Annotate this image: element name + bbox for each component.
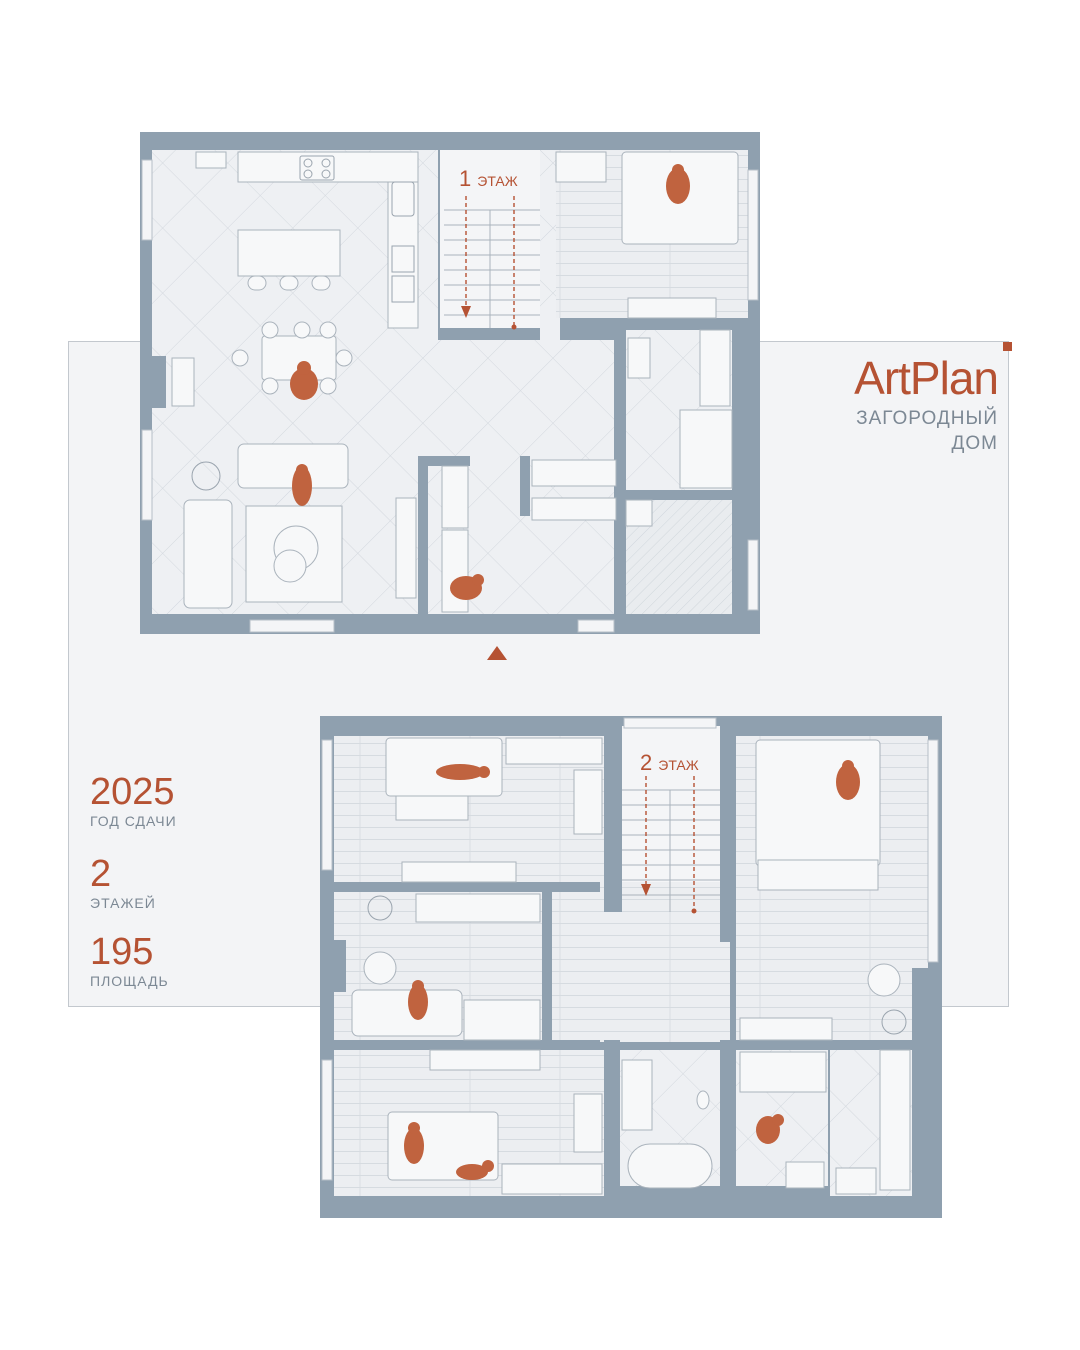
plant-icon	[367, 895, 393, 921]
corridor-floor-2	[542, 882, 730, 1042]
floor-2-text: ЭТАЖ	[658, 757, 699, 773]
stat-floors-value: 2	[90, 853, 112, 895]
brand-logo: ArtPlan	[854, 352, 999, 404]
stair-arrow-icon	[461, 306, 471, 318]
entrance-arrow-icon	[487, 646, 507, 660]
floor-2-label: 2 ЭТАЖ	[640, 750, 699, 776]
brand-subtitle-2: ДОМ	[951, 433, 998, 454]
logo-dot	[1003, 342, 1012, 351]
stat-area: 195 ПЛОЩАДЬ	[90, 932, 169, 990]
floor-1-plan	[140, 132, 760, 660]
sink-icon	[785, 1161, 825, 1189]
dining-table-icon	[231, 321, 353, 395]
brand-block: ArtPlan ЗАГОРОДНЫЙ ДОМ	[854, 350, 999, 456]
sink-icon	[391, 181, 415, 217]
toilet-icon	[696, 1090, 710, 1110]
sofa-icon	[351, 989, 463, 1037]
kitchen-island	[237, 229, 341, 277]
sofa-icon	[171, 357, 417, 609]
floor-1-label: 1 ЭТАЖ	[459, 166, 518, 192]
floor-1-number: 1	[459, 166, 472, 191]
plant-icon	[191, 461, 221, 491]
stair-arrow-icon	[641, 884, 651, 896]
bathtub-icon	[627, 1143, 713, 1189]
floor-2-number: 2	[640, 750, 653, 775]
bed-icon	[755, 739, 881, 867]
stat-floors-label: ЭТАЖЕЙ	[90, 895, 156, 911]
stat-area-label: ПЛОЩАДЬ	[90, 973, 169, 989]
stat-year-value: 2025	[90, 771, 175, 813]
person-icon	[404, 760, 860, 1180]
stat-area-value: 195	[90, 931, 154, 973]
kitchen-counter	[195, 151, 419, 329]
brand-subtitle-1: ЗАГОРОДНЫЙ	[856, 408, 998, 429]
floor-2-plan	[320, 716, 942, 1218]
stat-year: 2025 ГОД СДАЧИ	[90, 772, 177, 830]
person-icon	[290, 164, 690, 600]
floor-1-text: ЭТАЖ	[477, 173, 518, 189]
stat-year-label: ГОД СДАЧИ	[90, 813, 177, 829]
stair-2	[622, 726, 720, 912]
stat-floors: 2 ЭТАЖЕЙ	[90, 854, 156, 912]
